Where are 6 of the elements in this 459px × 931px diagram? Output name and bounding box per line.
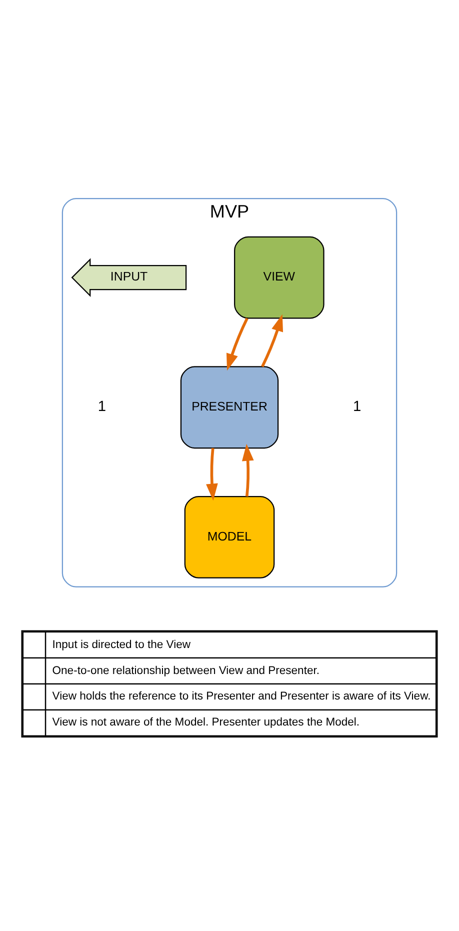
- label: One-to-one relationship between View and Presenter.: [52, 664, 320, 677]
- label: View is not aware of the Model. Presenter updates the Model.: [52, 716, 360, 729]
- label: 1: [98, 399, 106, 416]
- label: View holds the reference to its Presenter and Presenter is aware of its View.: [52, 690, 431, 703]
- label: 1: [352, 399, 362, 416]
- label: Input is directed to the View: [52, 638, 190, 651]
